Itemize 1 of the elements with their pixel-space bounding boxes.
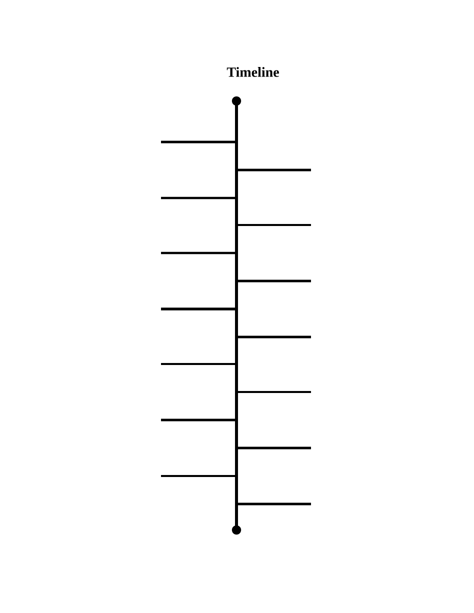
title: Timeline bbox=[226, 67, 279, 77]
